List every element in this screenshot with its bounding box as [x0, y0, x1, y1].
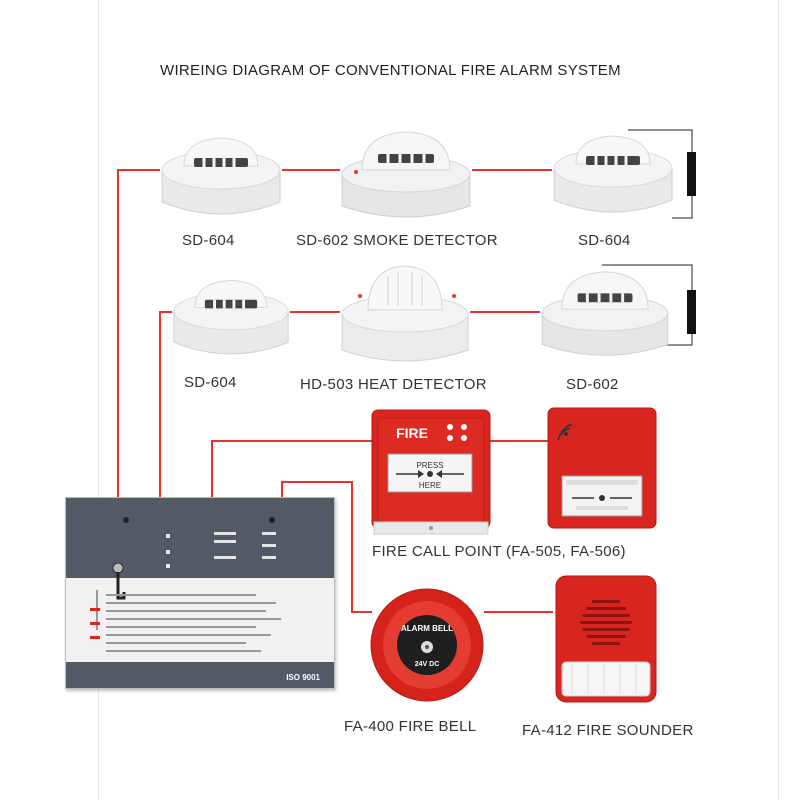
panel-top-section — [66, 498, 334, 578]
sd604-detector-2 — [553, 135, 673, 213]
diagram-title: WIREING DIAGRAM OF CONVENTIONAL FIRE ALA… — [160, 62, 621, 79]
bell-voltage-text: 24V DC — [415, 661, 440, 668]
sd604-detector-1 — [161, 137, 281, 215]
label-hd503-heat-detector: HD-503 HEAT DETECTOR — [300, 376, 487, 393]
call-point-press-text: PRESS — [416, 461, 443, 470]
frame-line-left — [98, 0, 99, 800]
label-fire-sounder: FA-412 FIRE SOUNDER — [522, 722, 694, 739]
fa506-call-point — [547, 407, 657, 529]
label-fire-bell: FA-400 FIRE BELL — [344, 718, 477, 735]
fa412-fire-sounder — [555, 575, 657, 703]
fa400-fire-bell: ALARM BELL 24V DC — [370, 588, 484, 702]
label-sd604-row1-left: SD-604 — [182, 232, 235, 249]
wire-loop-1 — [117, 169, 160, 497]
hd503-heat-detector — [341, 265, 469, 362]
sd602-smoke-detector — [341, 131, 471, 218]
bell-alarm-text: ALARM BELL — [401, 624, 453, 633]
eol-resistor-1 — [687, 152, 696, 196]
control-panel: ISO 9001 — [65, 497, 335, 689]
label-fire-call-point: FIRE CALL POINT (FA-505, FA-506) — [372, 543, 626, 560]
wire-loop-2 — [159, 311, 172, 497]
eol-resistor-2 — [687, 290, 696, 334]
label-sd604-row1-right: SD-604 — [578, 232, 631, 249]
fa505-call-point: FIRE PRESS HERE — [371, 409, 491, 535]
sd602-detector-2 — [541, 271, 669, 356]
iso-label: ISO 9001 — [286, 673, 320, 682]
call-point-here-text: HERE — [419, 481, 441, 490]
call-point-fire-text: FIRE — [396, 425, 428, 441]
wire-callpoint — [211, 440, 372, 497]
panel-bottom-section: ISO 9001 — [66, 662, 334, 688]
label-sd602-row2-right: SD-602 — [566, 376, 619, 393]
frame-line-right — [778, 0, 779, 800]
wire-bell — [281, 481, 372, 613]
label-sd604-row2-left: SD-604 — [184, 374, 237, 391]
label-sd602-smoke-detector: SD-602 SMOKE DETECTOR — [296, 232, 498, 249]
sd604-detector-3 — [173, 279, 289, 355]
panel-details — [90, 517, 281, 652]
